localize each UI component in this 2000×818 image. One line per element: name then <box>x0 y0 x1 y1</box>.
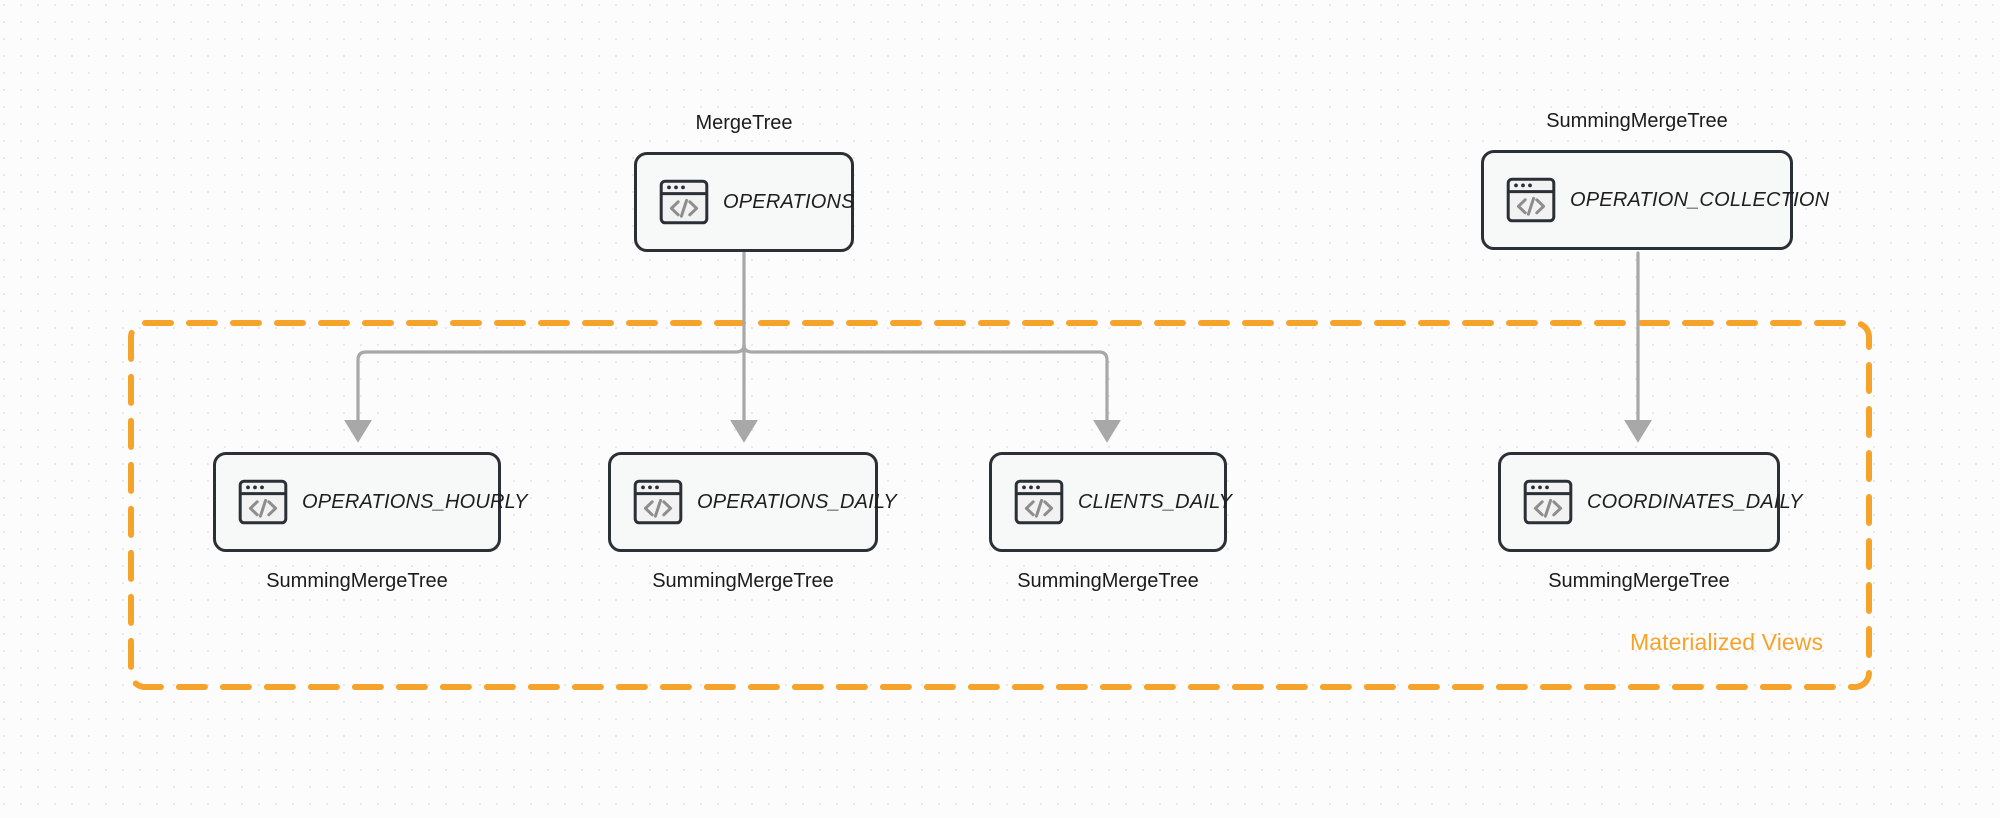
code-window-icon <box>633 479 683 525</box>
engine-label-operation_collection: SummingMergeTree <box>1546 110 1728 132</box>
table-node-title-operations_daily: OPERATIONS_DAILY <box>697 490 897 513</box>
code-window-icon <box>1014 479 1064 525</box>
table-node-title-operations: OPERATIONS <box>723 190 855 213</box>
table-node-clients_daily[interactable]: CLIENTS_DAILY <box>989 452 1232 552</box>
code-window-icon <box>238 479 288 525</box>
engine-label-operations_hourly: SummingMergeTree <box>266 570 448 592</box>
engine-label-coordinates_daily: SummingMergeTree <box>1548 570 1730 592</box>
table-node-operations[interactable]: OPERATIONS <box>634 152 854 252</box>
code-window-icon <box>659 179 709 225</box>
engine-label-clients_daily: SummingMergeTree <box>1017 570 1199 592</box>
table-node-title-operation_collection: OPERATION_COLLECTION <box>1570 188 1830 211</box>
materialized-views-label: Materialized Views <box>1630 629 1824 655</box>
table-node-operation_collection[interactable]: OPERATION_COLLECTION <box>1481 150 1829 250</box>
code-window-icon <box>1506 177 1556 223</box>
table-node-coordinates_daily[interactable]: COORDINATES_DAILY <box>1498 452 1802 552</box>
code-window-icon <box>1523 479 1573 525</box>
engine-label-operations: MergeTree <box>695 112 793 134</box>
table-node-operations_daily[interactable]: OPERATIONS_DAILY <box>608 452 897 552</box>
engine-label-operations_daily: SummingMergeTree <box>652 570 834 592</box>
table-node-title-coordinates_daily: COORDINATES_DAILY <box>1587 490 1803 513</box>
table-node-operations_hourly[interactable]: OPERATIONS_HOURLY <box>213 452 527 552</box>
materialized-views-group <box>128 320 1872 690</box>
group-dashed-border <box>128 320 1872 690</box>
table-node-title-clients_daily: CLIENTS_DAILY <box>1078 490 1233 513</box>
table-node-title-operations_hourly: OPERATIONS_HOURLY <box>302 490 528 513</box>
